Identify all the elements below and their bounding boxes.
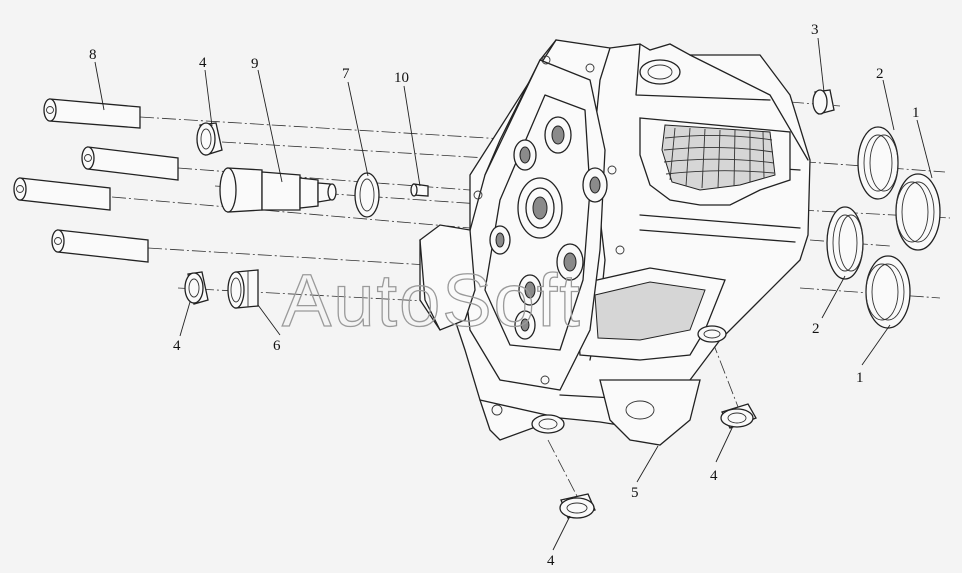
ring-1-upper (895, 173, 941, 251)
plug-4-bottom-right (720, 403, 757, 429)
sleeve-6 (227, 269, 259, 309)
callout-2: 2 (876, 66, 884, 82)
leader-lines (94, 37, 933, 551)
callout-4: 4 (173, 338, 181, 354)
callout-4: 4 (547, 553, 555, 569)
callout-10: 10 (394, 70, 409, 86)
ring-1-lower (865, 255, 911, 329)
callout-4: 4 (710, 468, 718, 484)
plug-4-upper (196, 122, 223, 156)
callout-1: 1 (912, 105, 920, 121)
callout-7: 7 (342, 66, 350, 82)
o-ring-7 (354, 172, 380, 218)
spool-9 (219, 167, 337, 213)
plug-4-bottom (559, 493, 596, 519)
callout-5: 5 (631, 485, 639, 501)
watermark-text: AutoSoft (282, 259, 582, 342)
callout-3: 3 (811, 22, 819, 38)
callout-2: 2 (812, 321, 820, 337)
callout-9: 9 (251, 56, 259, 72)
callout-1: 1 (856, 370, 864, 386)
pin-10 (410, 183, 429, 197)
valve-housing-body (419, 39, 811, 446)
ring-2-lower (826, 206, 864, 280)
callout-numbers: 8 4 9 7 10 3 2 1 2 1 4 6 5 4 4 (89, 22, 920, 569)
callout-6: 6 (273, 338, 281, 354)
callout-4: 4 (199, 55, 207, 71)
plug-3 (812, 89, 835, 115)
stud-bolts-8 (13, 98, 179, 263)
plug-4-lower (184, 271, 209, 305)
callout-8: 8 (89, 47, 97, 63)
ring-2-upper (857, 126, 899, 200)
